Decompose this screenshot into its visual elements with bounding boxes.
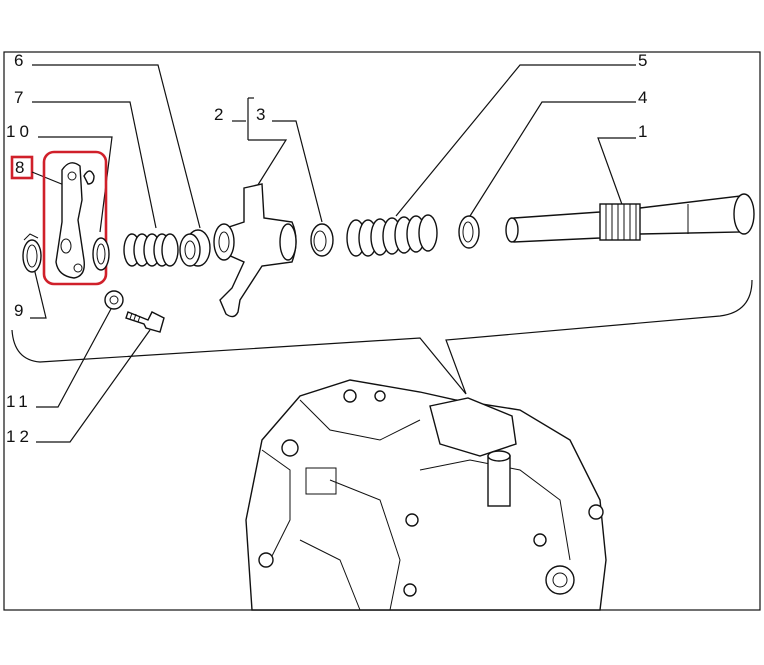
label-4[interactable]: 4 [638, 88, 647, 107]
label-9[interactable]: 9 [14, 301, 23, 320]
part-1-shaft[interactable] [505, 193, 755, 243]
part-9-circlip[interactable] [22, 233, 42, 273]
part-6-bush[interactable] [179, 229, 211, 267]
gearbox-housing [245, 379, 607, 611]
label-11[interactable]: 11 [6, 392, 32, 411]
label-5[interactable]: 5 [638, 51, 647, 70]
label-6[interactable]: 6 [14, 51, 23, 70]
label-1[interactable]: 1 [638, 122, 647, 141]
label-8-highlight-box [10, 155, 34, 180]
label-10[interactable]: 10 [6, 122, 33, 141]
part-8-selector-lever[interactable] [55, 162, 95, 279]
part-4-washer[interactable] [458, 215, 480, 249]
assembly-group-bracket [11, 279, 753, 395]
label-8[interactable]: 8 [15, 158, 24, 177]
part-12-bolt[interactable] [125, 311, 165, 333]
label-12[interactable]: 12 [6, 427, 33, 446]
part-7-spring[interactable] [123, 233, 179, 267]
label-3[interactable]: 3 [256, 105, 265, 124]
part-5-spring[interactable] [346, 214, 438, 257]
label-2[interactable]: 2 [214, 105, 223, 124]
part-10-washer[interactable] [92, 237, 110, 271]
part-11-washer[interactable] [104, 290, 124, 310]
leader-lines [30, 64, 636, 443]
part-8-highlight-frame [42, 150, 108, 286]
part-2-3-selector-fork[interactable] [213, 183, 297, 318]
label-7[interactable]: 7 [14, 88, 23, 107]
part-3-ring[interactable] [310, 223, 334, 257]
